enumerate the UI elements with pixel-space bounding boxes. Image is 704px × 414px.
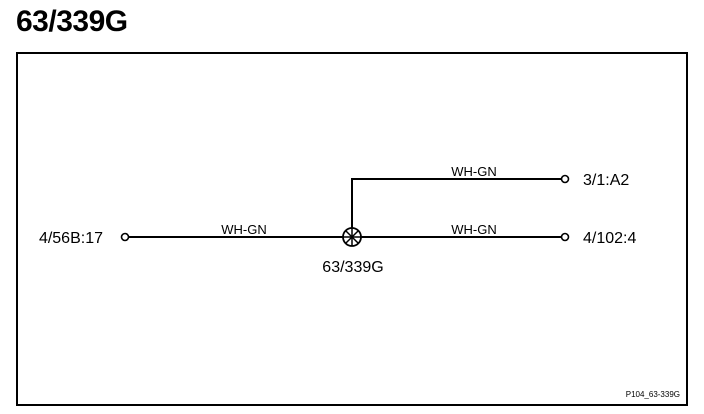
wire-right-top[interactable]	[351, 178, 561, 228]
terminal-right-bottom-node[interactable]	[560, 232, 570, 242]
terminal-right-top-label: 3/1:A2	[583, 172, 629, 189]
terminal-right-bottom-label: 4/102:4	[583, 230, 636, 247]
splice-icon[interactable]	[342, 227, 362, 247]
terminal-left-node[interactable]	[120, 232, 130, 242]
wire-right-top-color-label: WH-GN	[451, 164, 497, 179]
wire-left-color-label: WH-GN	[221, 222, 267, 237]
wire-right-bottom-color-label: WH-GN	[451, 222, 497, 237]
terminal-right-top-node[interactable]	[560, 174, 570, 184]
terminal-left-label: 4/56B:17	[39, 230, 103, 247]
diagram-frame	[16, 52, 688, 406]
splice-label: 63/339G	[322, 259, 383, 276]
page-title: 63/339G	[16, 5, 128, 38]
reference-code: P104_63-339G	[626, 390, 680, 399]
